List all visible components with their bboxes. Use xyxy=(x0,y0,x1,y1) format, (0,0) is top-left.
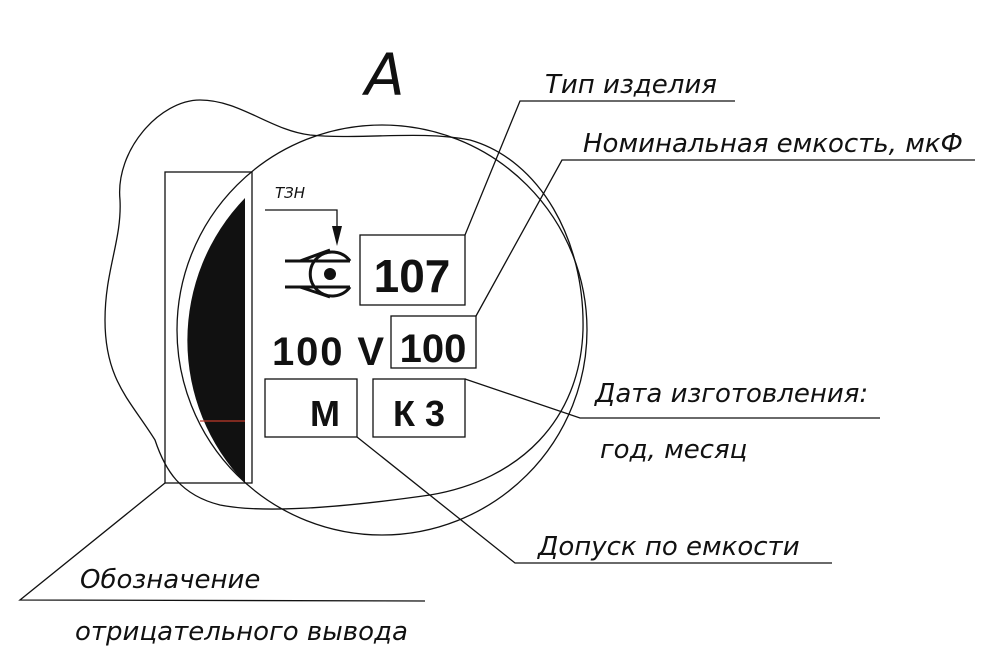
capacitance-marking: 100 xyxy=(400,327,467,371)
leader-manufacture-date xyxy=(464,378,880,419)
callout-manufacture-date-sub: год, месяц xyxy=(600,435,747,465)
arrow-icon xyxy=(332,226,342,246)
type-code: 107 xyxy=(374,250,451,302)
manufacturer-logo-icon xyxy=(285,248,352,299)
leader-negative-terminal xyxy=(18,482,426,602)
negative-terminal-frame xyxy=(164,171,253,484)
callout-nominal-capacitance: Номинальная емкость, мкФ xyxy=(583,129,963,159)
date-code-marking: К 3 xyxy=(393,393,445,434)
callout-negative-terminal-line2: отрицательного вывода xyxy=(75,617,408,647)
view-letter: А xyxy=(361,41,405,109)
leader-capacitance-tolerance xyxy=(356,436,832,564)
capacitance-box xyxy=(390,315,477,369)
tolerance-box xyxy=(264,378,358,438)
negative-terminal-mark xyxy=(187,198,245,483)
voltage-marking: 100 V xyxy=(272,330,384,374)
callout-product-type: Тип изделия xyxy=(545,70,717,100)
leader-nominal-capacitance xyxy=(475,159,975,317)
logo-leader xyxy=(265,209,338,238)
leader-product-type xyxy=(464,100,735,236)
tolerance-marking: М xyxy=(310,393,340,434)
callout-manufacture-date: Дата изготовления: xyxy=(594,379,868,409)
capacitor-outline xyxy=(104,99,584,510)
callout-negative-terminal-line1: Обозначение xyxy=(80,565,260,595)
type-code-box xyxy=(359,234,466,306)
capacitor-end-circle xyxy=(176,124,588,536)
logo-label: ТЗН xyxy=(275,184,305,202)
date-code-box xyxy=(372,378,466,438)
callout-capacitance-tolerance: Допуск по емкости xyxy=(537,532,800,562)
